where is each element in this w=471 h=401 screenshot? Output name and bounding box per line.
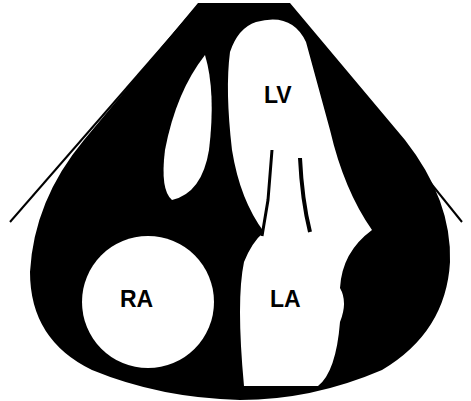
left-heart-cavity <box>228 20 372 387</box>
chamber-label: LA <box>270 287 301 312</box>
chamber-label: LV <box>264 83 292 108</box>
right-ventricle <box>164 55 212 200</box>
chamber-label-box: RA <box>116 285 157 314</box>
heart-wall <box>30 3 450 400</box>
chamber-label-box: LV <box>260 81 296 110</box>
right-atrium <box>82 236 214 368</box>
mitral-leaflet <box>262 150 272 236</box>
chamber-label-box: LA <box>266 285 305 314</box>
mitral-leaflet <box>300 158 310 232</box>
chamber-label: RA <box>120 287 153 312</box>
